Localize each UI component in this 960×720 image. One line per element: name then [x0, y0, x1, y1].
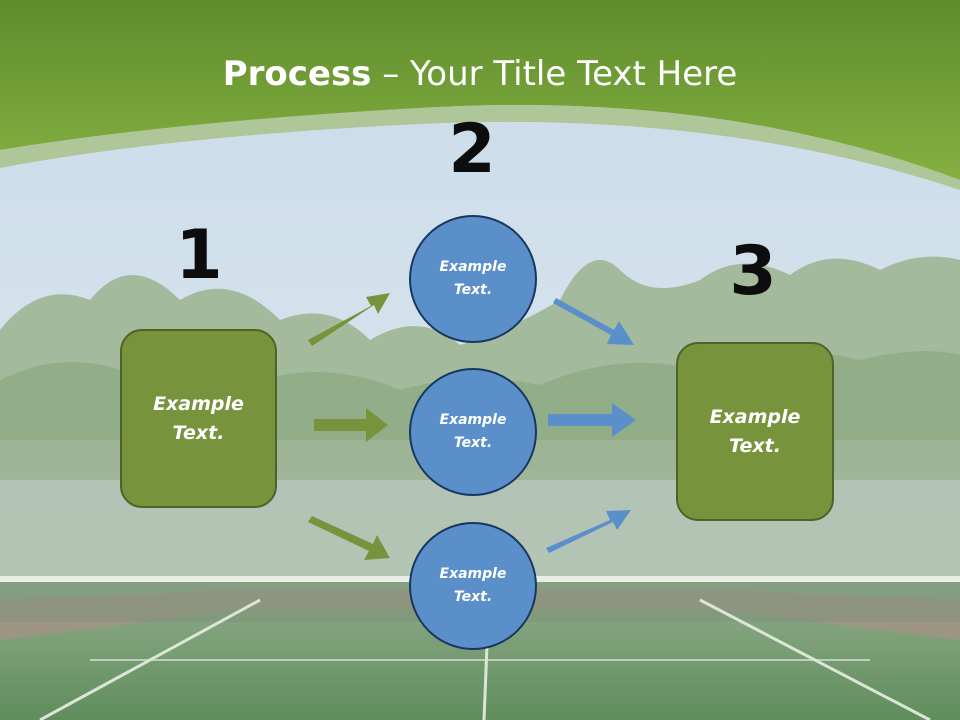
step-3-text: Example Text.: [709, 405, 801, 457]
arrow-right-icon: [308, 293, 390, 346]
step-3-box[interactable]: Example Text.: [676, 342, 834, 521]
circle-text: Example Text.: [439, 259, 507, 298]
step-2-circle-bottom[interactable]: Example Text.: [409, 522, 537, 650]
title-strong: Process: [222, 54, 372, 94]
title-rest: – Your Title Text Here: [371, 54, 738, 94]
circle-text: Example Text.: [439, 566, 507, 605]
circle-text: Example Text.: [439, 412, 507, 451]
step-number-2: 2: [448, 110, 496, 189]
arrow-right-icon: [308, 516, 390, 560]
step-2-circle-middle[interactable]: Example Text.: [409, 368, 537, 496]
step-number-1: 1: [175, 216, 223, 295]
arrow-right-icon: [546, 510, 631, 553]
slide-title: Process – Your Title Text Here: [0, 52, 960, 96]
step-number-3: 3: [729, 232, 777, 311]
step-2-circle-top[interactable]: Example Text.: [409, 215, 537, 343]
arrow-right-icon: [553, 298, 634, 345]
step-1-text: Example Text.: [153, 392, 244, 444]
arrow-right-icon: [314, 408, 388, 442]
step-1-box[interactable]: Example Text.: [120, 329, 277, 508]
arrow-right-icon: [548, 403, 636, 437]
